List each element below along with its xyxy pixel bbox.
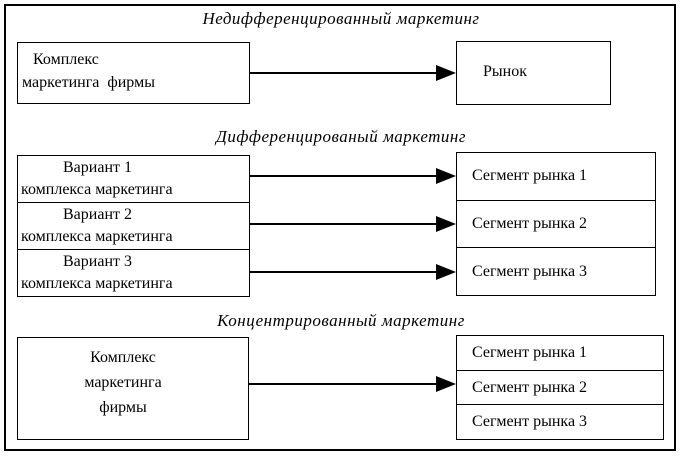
box-marketing-mix-of-firm: Комплекс маркетинга фирмы <box>17 42 250 104</box>
arrow-head-icon <box>436 376 456 392</box>
box-market-segment-1: Сегмент рынка 1 <box>457 153 655 201</box>
box-line: Вариант 2 <box>63 206 132 223</box>
box-variant-3: Вариант 3 комплекса маркетинга <box>18 250 249 296</box>
box-line: маркетинга <box>84 374 162 391</box>
arrow-head-icon <box>436 65 456 81</box>
box-line: Вариант 1 <box>63 159 132 176</box>
box-variant-2: Вариант 2 комплекса маркетинга <box>18 203 249 250</box>
arrow-shaft <box>250 271 438 273</box>
box-line: комплекса маркетинга <box>21 228 173 245</box>
box-line: Сегмент рынка 3 <box>472 262 588 280</box>
box-market-segment-3: Сегмент рынка 3 <box>457 405 663 439</box>
section-title-undifferentiated-marketing: Недифференцированный маркетинг <box>202 9 480 28</box>
box-market-segment-3: Сегмент рынка 3 <box>457 248 655 295</box>
outer-frame <box>4 4 676 451</box>
box-line: комплекса маркетинга <box>21 181 173 198</box>
stack-marketing-mix-variants: Вариант 1 комплекса маркетинга Вариант 2… <box>17 155 250 297</box>
box-marketing-mix-of-firm-concentrated: Комплекс маркетинга фирмы <box>17 337 249 440</box>
box-line: Сегмент рынка 1 <box>472 343 588 361</box>
box-market-segment-2: Сегмент рынка 2 <box>457 201 655 249</box>
arrow-shaft <box>250 72 438 74</box>
stack-market-segments-concentrated: Сегмент рынка 1 Сегмент рынка 2 Сегмент … <box>456 335 664 440</box>
arrow-shaft <box>250 223 438 225</box>
section-title-concentrated-marketing: Концентрированный маркетинг <box>217 311 465 330</box>
box-line: Комплекс <box>33 51 99 68</box>
box-line: Сегмент рынка 2 <box>472 215 588 232</box>
box-line: Комплекс <box>90 349 156 366</box>
box-line: фирмы <box>99 399 147 416</box>
box-market-segment-1: Сегмент рынка 1 <box>457 336 663 371</box>
box-line: Сегмент рынка 2 <box>472 378 588 396</box>
box-line: маркетинга фирмы <box>22 74 155 91</box>
box-line: Сегмент рынка 1 <box>472 167 588 185</box>
box-market-segment-2: Сегмент рынка 2 <box>457 371 663 406</box>
box-line: Сегмент рынка 3 <box>472 413 588 431</box>
box-line: Рынок <box>483 63 527 80</box>
arrow-head-icon <box>436 264 456 280</box>
section-title-differentiated-marketing: Дифференцированый маркетинг <box>216 127 466 146</box>
box-line: комплекса маркетинга <box>21 275 173 292</box>
arrow-head-icon <box>436 216 456 232</box>
box-variant-1: Вариант 1 комплекса маркетинга <box>18 156 249 203</box>
arrow-head-icon <box>436 168 456 184</box>
box-line: Вариант 3 <box>63 253 132 270</box>
arrow-shaft <box>249 383 438 385</box>
stack-market-segments-differentiated: Сегмент рынка 1 Сегмент рынка 2 Сегмент … <box>456 152 656 296</box>
arrow-shaft <box>250 175 438 177</box>
box-market: Рынок <box>456 41 611 105</box>
